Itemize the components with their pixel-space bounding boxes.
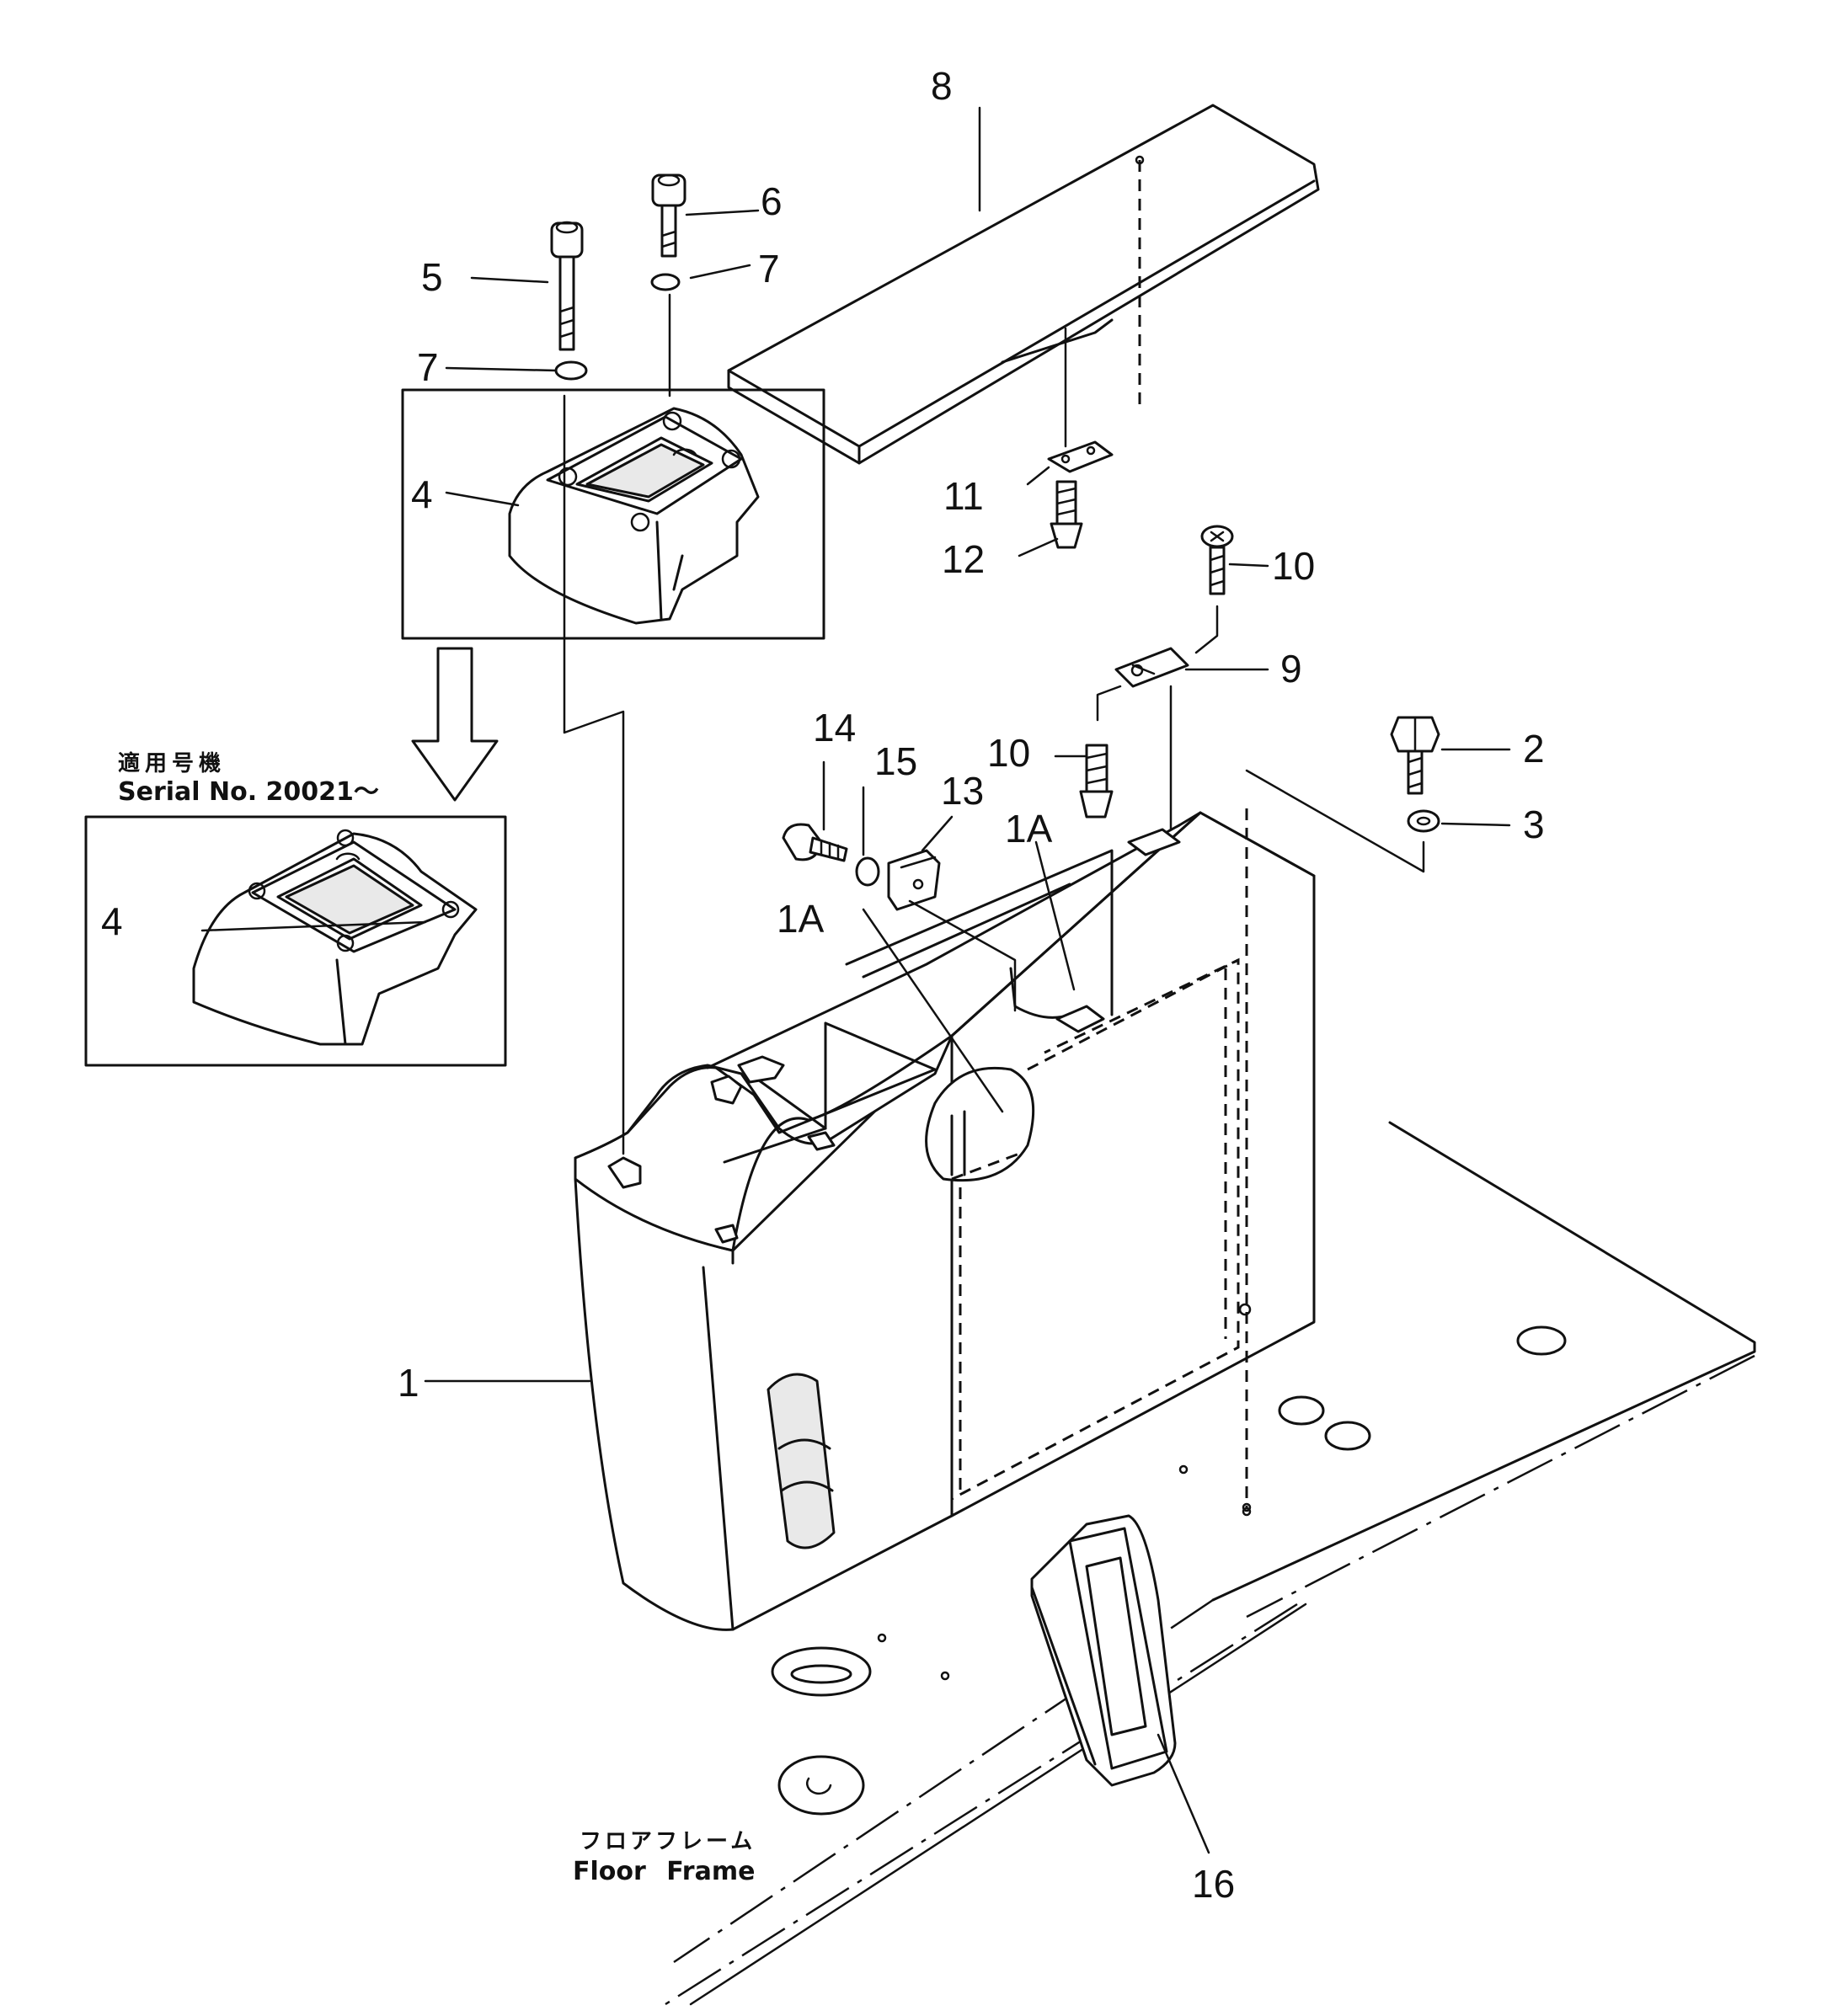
callouts: 8 6 5 7 7 4 11 12 10 9 14 15 10 2 13 3 1…	[101, 64, 1545, 1906]
floor-frame-label: フロアフレーム Floor Frame	[573, 1829, 756, 1886]
plate-11	[1047, 440, 1114, 473]
callout-6: 6	[761, 179, 783, 223]
washer-3	[1407, 809, 1440, 833]
screw-12	[1050, 480, 1083, 549]
callout-5: 5	[421, 255, 443, 299]
inset-cover-box	[84, 815, 507, 1067]
callout-15: 15	[874, 739, 917, 783]
clip-13	[887, 849, 941, 911]
armrest-pad-8	[727, 104, 1320, 465]
callout-3: 3	[1523, 803, 1545, 846]
washer-15	[855, 856, 880, 887]
floor-frame-jp: フロアフレーム	[580, 1829, 756, 1854]
callout-14: 14	[813, 706, 856, 749]
callout-13: 13	[941, 769, 984, 813]
callout-1a-right: 1A	[1005, 807, 1053, 851]
serial-note: 適用号機 Serial No. 20021～	[118, 750, 379, 807]
callout-1a-left: 1A	[777, 897, 825, 941]
callout-10-upper: 10	[1272, 544, 1315, 588]
bolt-2	[1390, 716, 1440, 795]
callout-9: 9	[1280, 647, 1302, 691]
serial-note-jp: 適用号機	[118, 750, 226, 776]
console-box	[574, 808, 1316, 1631]
callout-11: 11	[943, 474, 984, 518]
callout-12: 12	[942, 537, 985, 581]
washer-7-upper	[650, 273, 681, 291]
screw-10-lower	[1079, 744, 1114, 819]
plate-9	[1114, 647, 1189, 688]
inset-arrow	[411, 647, 499, 802]
callout-7-lower: 7	[417, 345, 439, 389]
callout-1: 1	[398, 1361, 419, 1405]
serial-note-en: Serial No. 20021～	[118, 777, 379, 807]
callout-8: 8	[931, 64, 953, 108]
floor-frame-en: Floor Frame	[573, 1857, 755, 1886]
bolt-6	[651, 173, 686, 258]
leader-lines	[200, 106, 1511, 1854]
callout-4-inset: 4	[101, 899, 123, 943]
callout-7-upper: 7	[758, 247, 780, 291]
callout-2: 2	[1523, 727, 1545, 771]
bolt-5	[550, 221, 584, 351]
washer-7-lower	[554, 360, 588, 381]
callout-16: 16	[1192, 1862, 1235, 1906]
cover-4-box	[401, 388, 825, 640]
bolt-14	[782, 823, 848, 862]
callout-4-top: 4	[411, 472, 433, 516]
callout-10-lower: 10	[987, 731, 1030, 775]
screw-10-upper	[1200, 525, 1234, 595]
grommet-16	[1030, 1514, 1177, 1787]
